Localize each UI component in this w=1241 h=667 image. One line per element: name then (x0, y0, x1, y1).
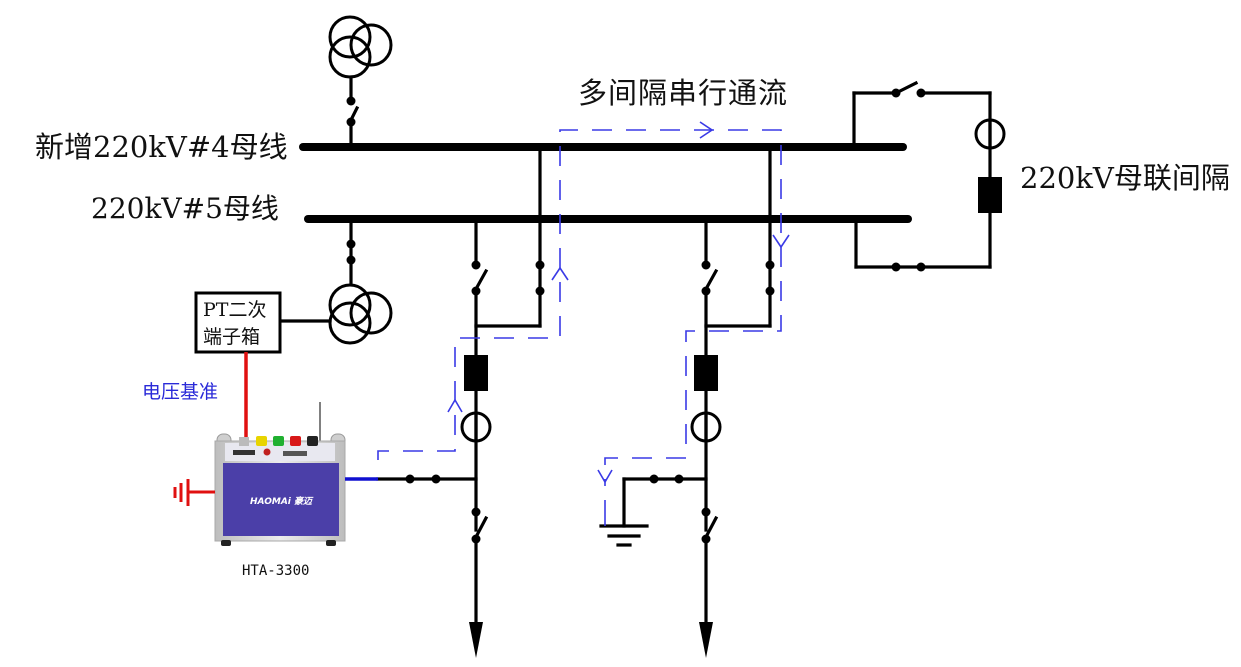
bay-1 (376, 145, 545, 658)
voltage-reference-label: 电压基准 (142, 381, 218, 403)
bay2-feeder-arrow (699, 622, 713, 658)
device-ground-icon (173, 479, 215, 506)
bus-coupler-circuit-breaker (978, 177, 1002, 213)
pt-box-line2: 端子箱 (203, 326, 260, 348)
bus-coupler-bay (852, 80, 1006, 272)
flow-arrow-up-bay1 (447, 398, 463, 413)
bus4-label: 新增220kV#4母线 (35, 130, 288, 164)
terminal-yellow (256, 436, 267, 446)
flow-arrow-down-ground (597, 469, 613, 484)
ground-symbol (599, 524, 649, 547)
pt-box-line1: PT二次 (203, 299, 266, 321)
flow-arrow-down-bay2 (772, 234, 790, 249)
terminal-green (273, 436, 284, 446)
terminal-black (307, 436, 318, 446)
terminal-red (290, 436, 301, 446)
bay-2 (599, 145, 775, 658)
bay1-feeder-arrow (469, 622, 483, 658)
bottom-voltage-transformer (278, 217, 393, 345)
device-front-panel (223, 463, 339, 536)
current-flow-path (377, 121, 790, 526)
bus-coupler-label: 220kV母联间隔 (1020, 161, 1230, 195)
device-model-label: HTA-3300 (242, 563, 309, 579)
flow-arrow-up-bay1-bus (551, 266, 569, 281)
hta-3300-device: HAOMAi 豪迈 (214, 402, 346, 546)
flow-title: 多间隔串行通流 (578, 76, 788, 110)
flow-arrow-right-bus4 (699, 121, 714, 139)
bus5-label: 220kV#5母线 (91, 192, 279, 225)
pt-secondary-terminal-box: PT二次 端子箱 (194, 291, 282, 354)
device-brand: HAOMAi 豪迈 (250, 496, 314, 507)
bay2-circuit-breaker (694, 355, 718, 391)
bay1-circuit-breaker (464, 355, 488, 391)
top-voltage-transformer (328, 15, 393, 149)
